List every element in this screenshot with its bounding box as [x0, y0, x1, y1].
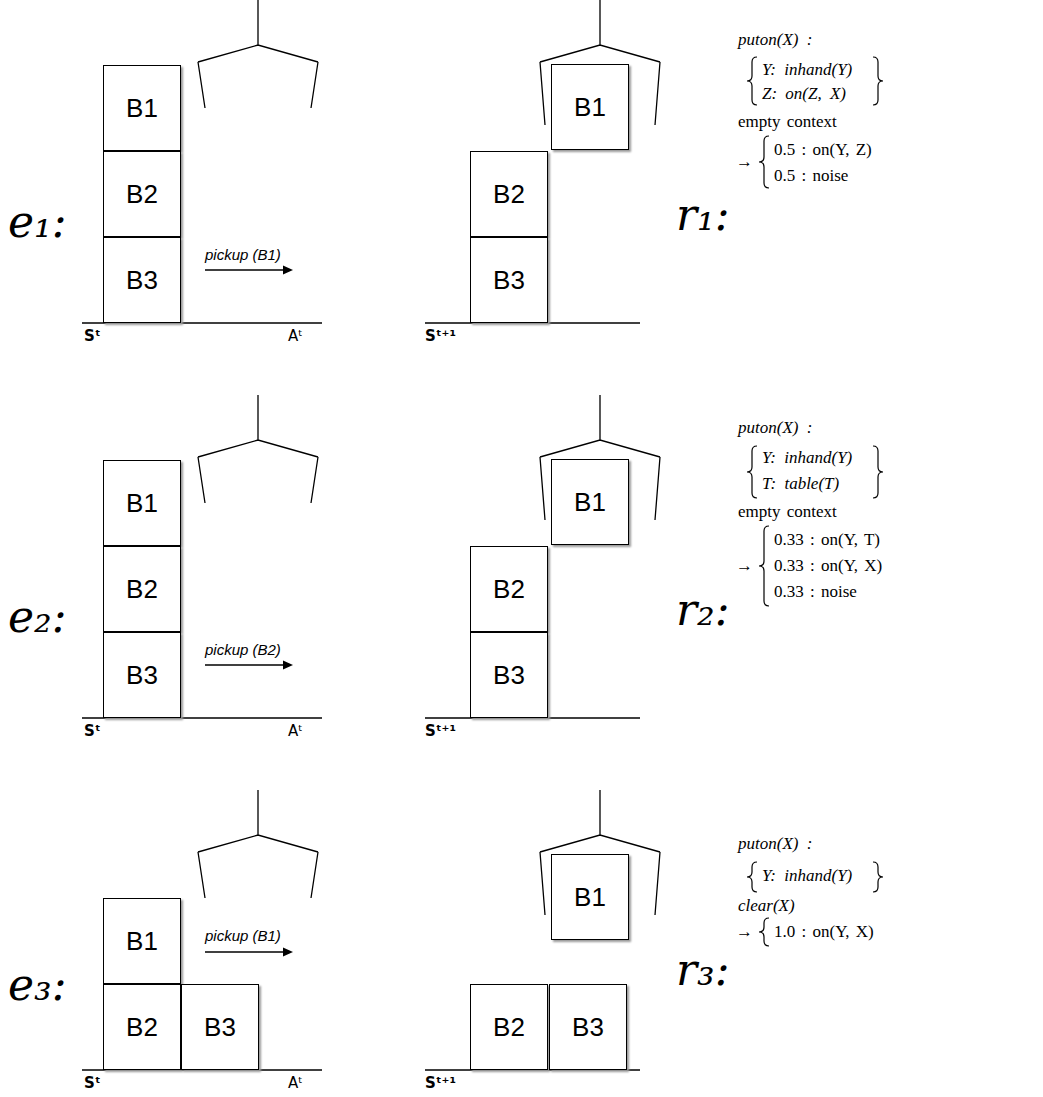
state-label: Sᵗ: [84, 327, 101, 345]
rule-arrow: →: [736, 922, 753, 942]
block-label: B3: [572, 1012, 604, 1043]
rule-action: puton(X) :: [738, 834, 812, 854]
block-label: B2: [126, 574, 158, 605]
rule-outcome: 0.5 : noise: [774, 166, 848, 186]
left-brace: [747, 862, 757, 892]
state-label: Sᵗ: [84, 722, 101, 740]
state-label: Sᵗ: [84, 1074, 101, 1092]
rule-binding: T: table(T): [762, 474, 839, 494]
action-label: pickup (B2): [205, 641, 281, 659]
block-label: B1: [574, 92, 606, 123]
rule-context: clear(X): [738, 896, 795, 916]
block-box: B2: [103, 546, 181, 632]
block-box: B2: [470, 984, 548, 1070]
block-label: B1: [126, 93, 158, 124]
block-label: B2: [493, 179, 525, 210]
ground-lines: [82, 323, 640, 1070]
rule-binding: Y: inhand(Y): [762, 448, 852, 468]
arrow-head: [283, 948, 293, 957]
block-box: B1: [103, 65, 181, 151]
arrow-head: [283, 661, 293, 670]
braces: [747, 57, 883, 946]
rule-label: r₃:: [676, 944, 730, 996]
example-label: e₁:: [8, 196, 67, 248]
left-brace: [747, 446, 757, 498]
block-box: B3: [103, 237, 181, 323]
open-gripper: [198, 790, 318, 898]
block-label: B1: [126, 926, 158, 957]
block-box: B3: [181, 984, 259, 1070]
block-label: B2: [126, 1012, 158, 1043]
left-brace: [759, 136, 769, 188]
state-label: Sᵗ⁺¹: [425, 1074, 456, 1092]
block-box: B1: [551, 64, 629, 150]
block-label: B1: [126, 488, 158, 519]
block-label: B3: [126, 265, 158, 296]
rule-binding: Y: inhand(Y): [762, 866, 852, 886]
action-label: pickup (B1): [205, 246, 281, 264]
block-label: B3: [204, 1012, 236, 1043]
block-box: B2: [103, 151, 181, 237]
right-brace: [873, 862, 883, 892]
action-label: pickup (B1): [205, 927, 281, 945]
block-box: B2: [103, 984, 181, 1070]
example-label: e₂:: [8, 591, 67, 643]
rule-context: empty context: [738, 502, 837, 522]
right-brace: [873, 446, 883, 498]
block-label: B3: [126, 660, 158, 691]
block-box: B1: [551, 854, 629, 940]
action-arrow: [205, 951, 284, 952]
right-brace: [873, 57, 883, 105]
left-brace: [759, 918, 769, 946]
block-box: B3: [470, 237, 548, 323]
grippers: [198, 0, 660, 915]
block-label: B1: [574, 487, 606, 518]
block-box: B3: [470, 632, 548, 718]
rule-outcome: 1.0 : on(Y, X): [774, 922, 874, 942]
rule-context: empty context: [738, 112, 837, 132]
action-arrow: [205, 664, 284, 665]
arrow-head: [283, 266, 293, 275]
block-box: B1: [103, 898, 181, 984]
block-box: B1: [103, 460, 181, 546]
rule-arrow: →: [736, 152, 753, 172]
rule-label: r₁:: [676, 189, 730, 241]
action-arrows: [205, 266, 293, 957]
action-arrow: [205, 269, 284, 270]
rule-outcome: 0.33 : on(Y, X): [774, 556, 882, 576]
rule-action: puton(X) :: [738, 418, 812, 438]
block-box: B1: [551, 459, 629, 545]
block-label: B2: [493, 574, 525, 605]
block-label: B1: [574, 882, 606, 913]
block-box: B3: [103, 632, 181, 718]
block-box: B3: [549, 984, 627, 1070]
rule-action: puton(X) :: [738, 30, 812, 50]
block-label: B3: [493, 660, 525, 691]
open-gripper: [198, 395, 318, 503]
action-label: Aᵗ: [288, 327, 303, 345]
rule-outcome: 0.33 : noise: [774, 582, 857, 602]
left-brace: [759, 526, 769, 606]
state-label: Sᵗ⁺¹: [425, 722, 456, 740]
state-label: Sᵗ⁺¹: [425, 327, 456, 345]
action-label: Aᵗ: [288, 722, 303, 740]
block-label: B2: [493, 1012, 525, 1043]
block-box: B2: [470, 546, 548, 632]
rule-label: r₂:: [676, 584, 730, 636]
left-brace: [747, 57, 757, 105]
action-label: Aᵗ: [288, 1074, 303, 1092]
example-label: e₃:: [8, 959, 67, 1011]
block-box: B2: [470, 151, 548, 237]
rule-binding: Z: on(Z, X): [762, 84, 846, 104]
block-label: B2: [126, 179, 158, 210]
block-label: B3: [493, 265, 525, 296]
rule-binding: Y: inhand(Y): [762, 60, 852, 80]
rule-outcome: 0.33 : on(Y, T): [774, 530, 880, 550]
open-gripper: [198, 0, 318, 108]
rule-outcome: 0.5 : on(Y, Z): [774, 140, 872, 160]
rule-arrow: →: [736, 556, 753, 576]
